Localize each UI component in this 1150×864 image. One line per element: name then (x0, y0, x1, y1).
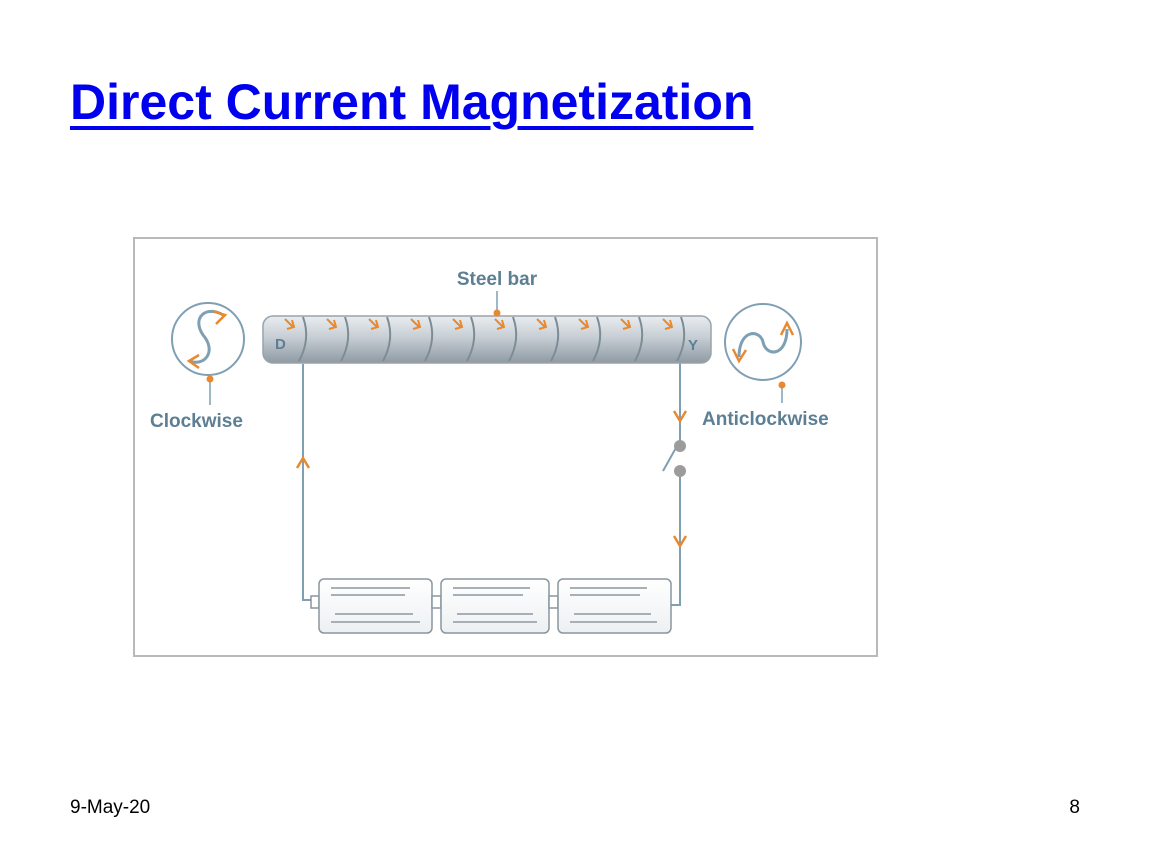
circuit-wires (302, 362, 681, 606)
down-arrow-icon (672, 535, 688, 549)
diagram-canvas: D Y Steel bar Clockwise Anticlockwise (150, 269, 829, 634)
anticlockwise-field-icon (724, 303, 802, 381)
switch-contact-bottom (674, 465, 686, 477)
right-wire-lower (671, 473, 681, 606)
down-arrow-icon (672, 410, 688, 424)
magnetization-diagram: D Y Steel bar Clockwise Anticlockwise (133, 237, 878, 657)
battery-pack (310, 578, 672, 634)
slide-page-number: 8 (1069, 797, 1080, 818)
slide-title: Direct Current Magnetization (70, 74, 754, 130)
switch-contact-top (674, 440, 686, 452)
battery-cell (440, 578, 550, 634)
steel-bar (262, 315, 712, 364)
clockwise-label: Clockwise (150, 411, 243, 432)
left-wire (302, 364, 317, 601)
battery-cell (318, 578, 433, 634)
clockwise-pointer-dot (206, 375, 214, 383)
anticlockwise-pointer-dot (778, 381, 786, 389)
switch-lever (662, 445, 678, 472)
coil-windings (298, 316, 686, 362)
current-arrows (295, 410, 688, 549)
battery-cell (557, 578, 672, 634)
steel-bar-pointer-dot (493, 309, 501, 317)
bar-end-label-y: Y (688, 337, 698, 354)
slide-date: 9-May-20 (70, 797, 151, 818)
coil-current-arrows (284, 318, 674, 330)
bar-end-label-d: D (275, 336, 286, 353)
steel-bar-label: Steel bar (457, 269, 538, 290)
clockwise-field-icon (171, 302, 245, 376)
up-arrow-icon (295, 455, 311, 469)
anticlockwise-label: Anticlockwise (702, 409, 829, 430)
